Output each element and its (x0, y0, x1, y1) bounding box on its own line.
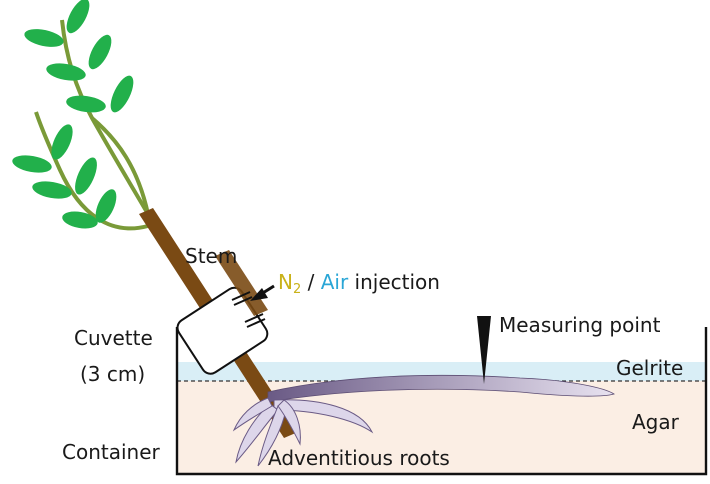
root (235, 403, 279, 464)
cuvette-size-label: (3 cm) (80, 362, 146, 386)
injection-separator: / (301, 270, 321, 294)
lower-branch (34, 111, 149, 231)
injection-suffix: injection (348, 270, 440, 294)
cuvette-label: Cuvette (74, 326, 153, 350)
leaf (66, 0, 90, 34)
gelrite-layer (177, 362, 706, 381)
root (232, 397, 273, 432)
leaf (110, 75, 134, 113)
leaf (51, 124, 73, 160)
leaf (12, 155, 52, 173)
injection-label: N2 / Air injection (278, 270, 440, 302)
leaf (88, 34, 112, 70)
measuring-point-marker (477, 316, 491, 384)
root (277, 399, 301, 446)
leaf (46, 63, 86, 81)
leaf (75, 157, 97, 195)
n2-text: N (278, 270, 293, 294)
leaf (32, 181, 72, 199)
leaf (62, 211, 98, 229)
root (257, 405, 287, 467)
injection-port-marks (231, 291, 266, 328)
leaf (66, 95, 106, 113)
air-text: Air (320, 270, 349, 294)
measuring-point-label: Measuring point (499, 313, 661, 337)
stem-label: Stem (185, 244, 238, 268)
root (273, 399, 374, 434)
agar-label: Agar (632, 410, 679, 434)
leaf (24, 29, 64, 47)
long-root (267, 374, 615, 403)
container-label: Container (62, 440, 160, 464)
container-outline (175, 327, 708, 476)
roots-label: Adventitious roots (268, 446, 450, 470)
adventitious-roots (232, 374, 615, 467)
leaves (12, 0, 134, 229)
injection-arrow (250, 284, 275, 301)
gelrite-label: Gelrite (616, 356, 684, 380)
leaf (95, 189, 117, 223)
n2-subscript: 2 (292, 282, 302, 297)
side-branch (90, 116, 150, 215)
